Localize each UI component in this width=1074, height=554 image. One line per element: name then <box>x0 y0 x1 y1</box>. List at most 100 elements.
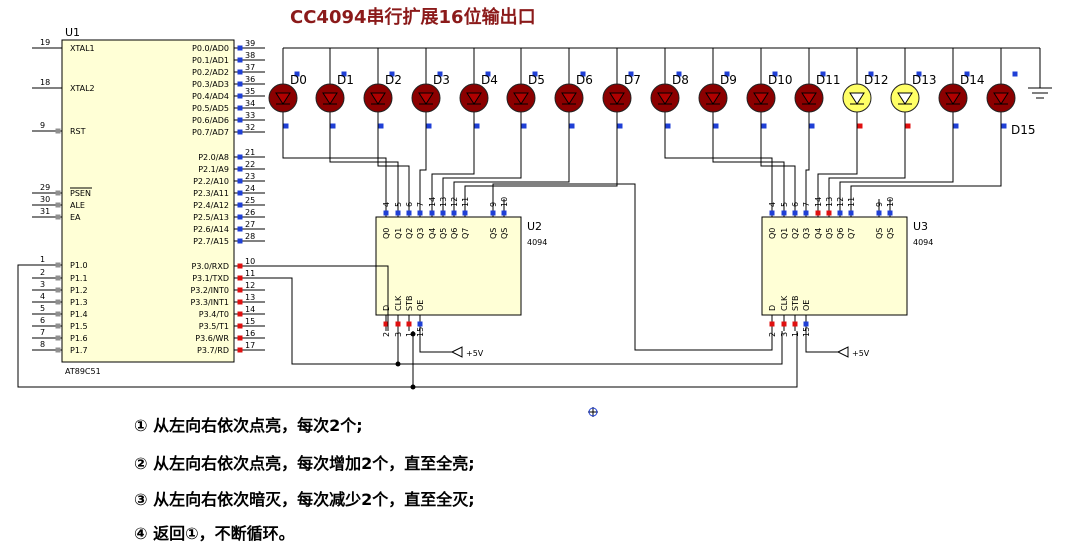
chip-pin-marker <box>826 210 832 216</box>
led-to-chip-wire <box>850 126 1002 199</box>
clock-wire <box>265 277 783 365</box>
mcu-right-pin-number: 13 <box>245 293 255 302</box>
led-1-diode-symbol <box>322 92 338 105</box>
mcu-right-pin-number: 16 <box>245 329 255 338</box>
led-to-chip-wire <box>282 126 387 199</box>
mcu-left-pin-label: P1.4 <box>70 310 88 319</box>
mcu-right-pin-label: P0.7/AD7 <box>192 128 229 137</box>
led-to-chip-wire <box>839 126 954 199</box>
chip-top-pin-label: Q4 <box>428 228 437 239</box>
chip-top-pin-label: QS <box>500 228 509 239</box>
chip-pin-marker <box>395 321 401 327</box>
led-9-diode-symbol <box>705 92 721 105</box>
led-to-chip-wire <box>419 126 427 199</box>
led-12-diode-symbol <box>849 92 865 105</box>
led-pin-marker <box>532 71 538 77</box>
mcu-pin-marker <box>237 238 243 244</box>
chip-top-pin-number: 6 <box>791 202 800 207</box>
chip-top-pin-label: Q6 <box>836 228 845 239</box>
supply-arrow-icon <box>450 346 463 358</box>
led-pin-marker <box>761 123 767 129</box>
mcu-pin-marker <box>237 57 243 63</box>
mcu-left-pin-number: 7 <box>40 328 45 337</box>
mcu-right-pin-number: 37 <box>245 63 255 72</box>
chip-pin-marker <box>769 210 775 216</box>
mcu-left-pin-number: 4 <box>40 292 45 301</box>
chip-top-pin-number: 14 <box>814 197 823 207</box>
chip-bottom-pin-label: OE <box>802 300 811 311</box>
mcu-pin-marker <box>55 262 61 268</box>
mcu-right-pin-label: P2.6/A14 <box>193 225 229 234</box>
led-to-chip-wire <box>431 126 475 199</box>
mcu-right-pin-number: 17 <box>245 341 255 350</box>
chip-top-pin-number: 5 <box>780 202 789 207</box>
mcu-right-pin-number: 35 <box>245 87 255 96</box>
led-3-label: D3 <box>433 73 450 87</box>
led-5-label: D5 <box>528 73 545 87</box>
mcu-right-pin-number: 33 <box>245 111 255 120</box>
led-13-label: D13 <box>912 73 937 87</box>
mcu-left-pin-number: 8 <box>40 340 45 349</box>
mcu-right-pin-label: P3.1/TXD <box>192 274 229 283</box>
oe-supply-wire <box>805 331 838 353</box>
junction-dot <box>395 361 401 367</box>
mcu-right-pin-number: 38 <box>245 51 255 60</box>
chip-top-pin-number: 5 <box>394 202 403 207</box>
mcu-pin-marker <box>55 275 61 281</box>
mcu-left-pin-label: ALE <box>70 201 85 210</box>
mcu-right-pin-label: P0.2/AD2 <box>192 68 229 77</box>
led-10-label: D10 <box>768 73 793 87</box>
mcu-left-pin-number: 29 <box>40 183 50 192</box>
mcu-right-pin-label: P2.0/A8 <box>198 153 229 162</box>
led-7-diode-symbol <box>609 92 625 105</box>
chip-pin-marker <box>887 210 893 216</box>
junction-dot <box>410 384 416 390</box>
mcu-right-pin-label: P3.4/T0 <box>199 310 229 319</box>
led-to-chip-wire <box>805 126 810 199</box>
led-pin-marker <box>809 123 815 129</box>
mcu-right-pin-number: 23 <box>245 172 255 181</box>
mcu-right-pin-number: 11 <box>245 269 255 278</box>
led-1-label: D1 <box>337 73 354 87</box>
led-pin-marker <box>964 71 970 77</box>
mcu-right-pin-label: P3.6/WR <box>195 334 229 343</box>
chip-pin-marker <box>395 210 401 216</box>
led-5-diode-symbol <box>513 92 529 105</box>
mcu-pin-marker <box>237 275 243 281</box>
led-11-diode-symbol <box>801 92 817 105</box>
chip-U3-body <box>761 216 908 316</box>
mcu-pin-marker <box>55 299 61 305</box>
mcu-right-pin-number: 21 <box>245 148 255 157</box>
data-wire <box>265 265 389 331</box>
mcu-right-pin-label: P2.3/A11 <box>193 189 229 198</box>
mcu-pin-marker <box>237 93 243 99</box>
led-to-chip-wire <box>712 126 785 199</box>
mcu-right-pin-label: P0.1/AD1 <box>192 56 229 65</box>
led-pin-marker <box>916 71 922 77</box>
chip-pin-marker <box>417 210 423 216</box>
mcu-pin-marker <box>237 129 243 135</box>
mcu-part-label: AT89C51 <box>65 367 101 376</box>
chip-bottom-pin-label: STB <box>791 296 800 311</box>
chip-top-pin-label: Q5 <box>439 228 448 239</box>
led-3-diode-symbol <box>418 92 434 105</box>
chip-U2-body <box>375 216 522 316</box>
mcu-right-pin-label: P0.4/AD4 <box>192 92 229 101</box>
mcu-left-pin-number: 2 <box>40 268 45 277</box>
chip-ref-label: U3 <box>913 220 928 233</box>
mcu-right-pin-number: 39 <box>245 39 255 48</box>
mcu-right-pin-label: P0.3/AD3 <box>192 80 229 89</box>
mcu-right-pin-number: 28 <box>245 232 255 241</box>
mcu-pin-marker <box>55 347 61 353</box>
chip-pin-marker <box>781 321 787 327</box>
led-9-label: D9 <box>720 73 737 87</box>
mcu-right-pin-label: P3.3/INT1 <box>190 298 229 307</box>
mcu-left-pin-label: PSEN <box>70 189 91 198</box>
mcu-left-pin-number: 1 <box>40 255 45 264</box>
led-pin-marker <box>294 71 300 77</box>
mcu-pin-marker <box>55 214 61 220</box>
mcu-left-pin-label: P1.3 <box>70 298 88 307</box>
led-2-diode-symbol <box>370 92 386 105</box>
mcu-left-pin-label: P1.6 <box>70 334 88 343</box>
mcu-pin-marker <box>55 202 61 208</box>
